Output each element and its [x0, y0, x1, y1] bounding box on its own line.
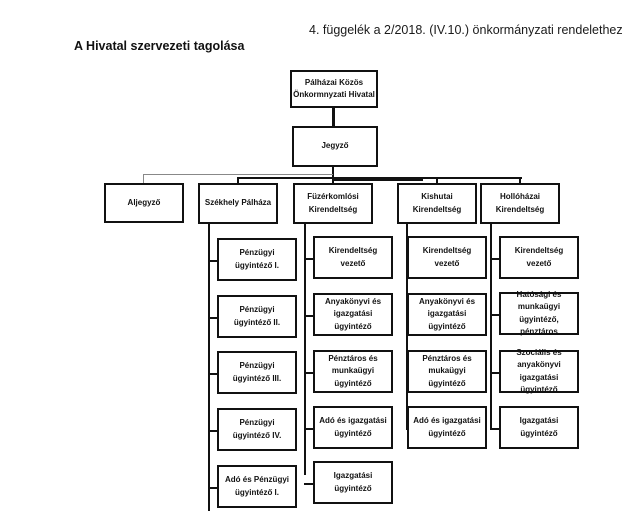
connector-unit-drop: [237, 177, 239, 183]
connector-unit-drop: [436, 177, 438, 183]
connector-bus-thick: [333, 178, 423, 181]
connector-staff-tick: [490, 371, 499, 374]
staff-box: Anyakönyvi és igazgatási ügyintéző: [313, 293, 393, 336]
staff-box: Adó és igazgatási ügyintéző: [313, 406, 393, 449]
staff-box: Adó és Pénzügyi ügyintéző I.: [217, 465, 297, 508]
connector-staff-tick: [490, 313, 499, 316]
staff-label: Igazgatási ügyintéző: [333, 471, 373, 493]
connector-staff-tick: [208, 429, 217, 432]
staff-box: Adó és igazgatási ügyintéző: [407, 406, 487, 449]
staff-box: Igazgatási ügyintéző: [499, 406, 579, 449]
staff-label: Anyakönyvi és igazgatási ügyintéző: [324, 296, 382, 331]
connector-staff-tick: [208, 259, 217, 262]
aljegyzo-box: Aljegyző: [104, 183, 184, 223]
connector-staff-tick: [304, 427, 313, 430]
staff-box: Igazgatási ügyintéző: [313, 461, 393, 504]
staff-box: Pénztáros és mukaügyi ügyintéző: [407, 350, 487, 393]
staff-box: Szociális és anyakönyvi igazgatási ügyin…: [499, 348, 579, 394]
unit-box: Hollóházai Kirendeltség: [480, 183, 560, 224]
connector-staff-tick: [406, 314, 407, 317]
staff-label: Adó és igazgatási ügyintéző: [413, 416, 481, 438]
jegyzo-label: Jegyző: [321, 141, 349, 151]
connector-unit-drop: [332, 177, 334, 183]
jegyzo-box: Jegyző: [292, 126, 378, 167]
unit-box: Füzérkomlósi Kirendeltség: [293, 183, 373, 224]
staff-label: Adó és igazgatási ügyintéző: [319, 416, 387, 438]
staff-label: Anyakönyvi és igazgatási ügyintéző: [418, 296, 476, 331]
unit-box: Székhely Pálháza: [198, 183, 278, 224]
staff-box: Pénztáros és munkaügyi ügyintéző: [313, 350, 393, 393]
staff-label: Adó és Pénzügyi ügyintéző I.: [224, 475, 289, 497]
root-office-label: Pálházai Közös Önkormnyzati Hivatal: [293, 77, 375, 99]
connector-staff-tick: [208, 486, 217, 489]
staff-box: Anyakönyvi és igazgatási ügyintéző: [407, 293, 487, 336]
staff-box: Kirendeltség vezető: [407, 236, 487, 279]
unit-box: Kishutai Kirendeltség: [397, 183, 477, 224]
staff-label: Pénztáros és munkaügyi ügyintéző: [328, 353, 378, 388]
connector-aljegyzo-drop: [143, 174, 144, 183]
staff-box: Pénzügyi ügyintéző III.: [217, 351, 297, 394]
connector-jegyzo-down: [332, 166, 334, 178]
connector-unit-drop: [519, 177, 521, 183]
staff-label: Igazgatási ügyintéző: [519, 416, 559, 438]
staff-label: Kirendeltség vezető: [514, 246, 564, 268]
staff-box: Pénzügyi ügyintéző II.: [217, 295, 297, 338]
connector-staff-tick: [304, 314, 313, 317]
aljegyzo-label: Aljegyző: [127, 197, 161, 207]
staff-label: Pénztáros és mukaügyi ügyintéző: [422, 353, 472, 388]
unit-label: Székhely Pálháza: [204, 198, 272, 208]
connector-staff-tick: [406, 371, 407, 374]
staff-label: Kirendeltség vezető: [328, 246, 378, 268]
staff-box: Hatósági és munkaügyi ügyintéző, pénztár…: [499, 290, 579, 336]
staff-label: Pénzügyi ügyintéző I.: [235, 248, 279, 270]
staff-label: Pénzügyi ügyintéző II.: [233, 305, 281, 327]
staff-label: Kirendeltség vezető: [422, 246, 472, 268]
staff-label: Hatósági és munkaügyi ügyintéző, pénztár…: [516, 289, 562, 336]
unit-label: Füzérkomlósi Kirendeltség: [307, 192, 359, 214]
staff-box: Pénzügyi ügyintéző IV.: [217, 408, 297, 451]
root-office-box: Pálházai Közös Önkormnyzati Hivatal: [290, 70, 378, 108]
unit-label: Kishutai Kirendeltség: [412, 192, 462, 214]
connector-staff-tick: [406, 257, 407, 260]
staff-box: Pénzügyi ügyintéző I.: [217, 238, 297, 281]
connector-staff-tick: [490, 427, 499, 430]
connector-unit-spine: [304, 223, 306, 475]
staff-box: Kirendeltség vezető: [313, 236, 393, 279]
unit-label: Hollóházai Kirendeltség: [495, 192, 545, 214]
connector-staff-tick: [208, 372, 217, 375]
page-title: A Hivatal szervezeti tagolása: [74, 39, 245, 53]
connector-aljegyzo-bus: [143, 174, 333, 175]
connector-staff-tick: [304, 482, 313, 485]
appendix-reference: 4. függelék a 2/2018. (IV.10.) önkormány…: [309, 23, 623, 37]
connector-staff-tick: [406, 427, 407, 430]
connector-staff-tick: [208, 316, 217, 319]
staff-label: Pénzügyi ügyintéző III.: [232, 361, 282, 383]
connector-staff-tick: [304, 257, 313, 260]
staff-box: Kirendeltség vezető: [499, 236, 579, 279]
connector-unit-spine: [490, 223, 492, 428]
staff-label: Szociális és anyakönyvi igazgatási ügyin…: [516, 347, 562, 394]
staff-label: Pénzügyi ügyintéző IV.: [232, 418, 282, 440]
connector-root-jegyzo: [332, 107, 335, 126]
connector-staff-tick: [304, 371, 313, 374]
connector-unit-spine: [208, 223, 210, 511]
connector-staff-tick: [490, 257, 499, 260]
